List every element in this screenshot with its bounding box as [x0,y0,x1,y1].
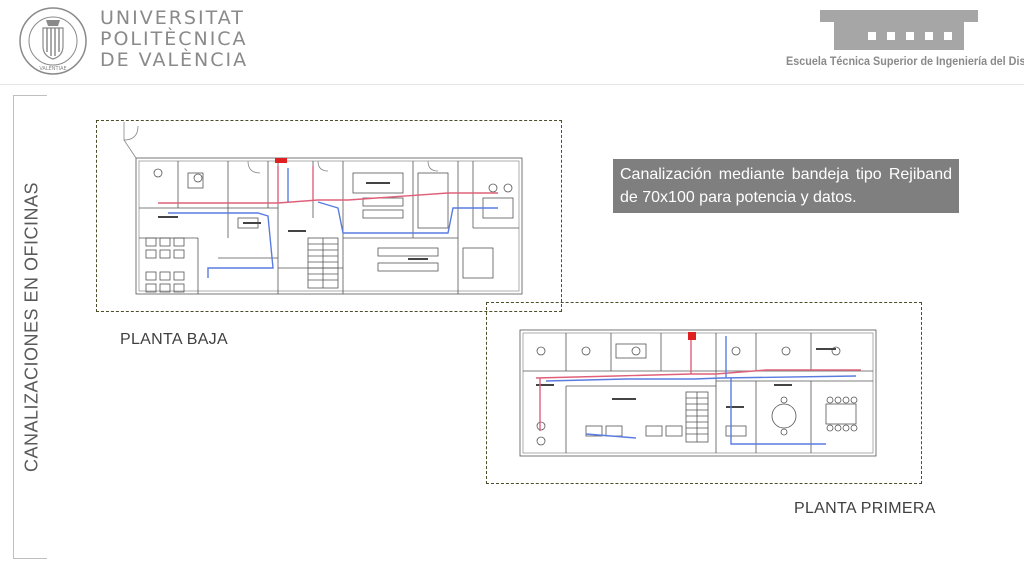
header-divider [0,84,1024,85]
side-bracket [13,95,47,559]
university-name: UNIVERSITAT POLITÈCNICA DE VALÈNCIA [100,8,248,71]
planta-baja-frame [96,120,562,312]
university-name-line-2: POLITÈCNICA [100,28,248,50]
university-name-line-3: DE VALÈNCIA [100,49,249,71]
university-name-line-1: UNIVERSITAT [100,7,245,29]
svg-text:VALENTIAE: VALENTIAE [39,66,66,72]
planta-primera-label: PLANTA PRIMERA [794,500,936,517]
planta-baja-label: PLANTA BAJA [120,331,228,348]
planta-baja-floorplan [118,118,558,304]
upv-seal-logo: VALENTIAE [19,7,87,75]
side-title: CANALIZACIONES EN OFICINAS [21,181,42,473]
tray-description-callout: Canalización mediante bandeja tipo Rejib… [613,159,959,213]
etsid-logo [820,10,978,50]
planta-primera-frame [486,302,922,484]
school-name: Escuela Técnica Superior de Ingeniería d… [786,54,1024,68]
planta-primera-floorplan [516,326,880,460]
